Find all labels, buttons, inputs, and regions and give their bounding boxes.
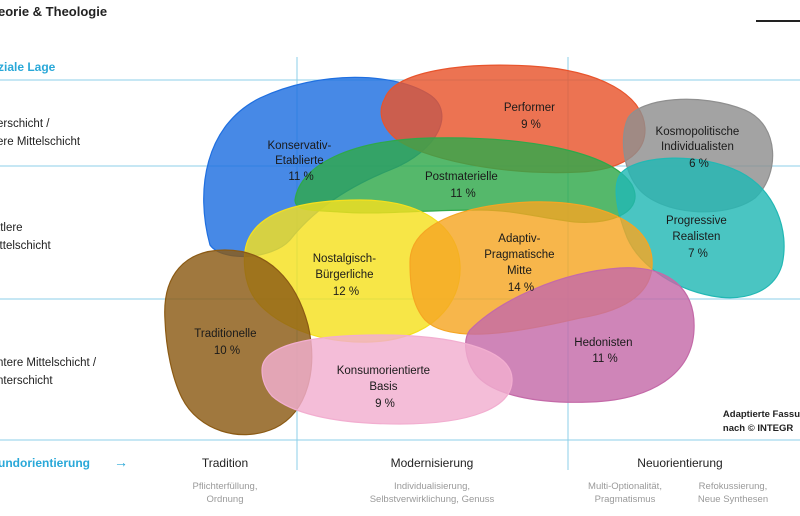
label-hedonisten: Hedonisten 11 %	[574, 337, 635, 365]
label-adaptiv: Adaptiv- Pragmatische Mitte 14 %	[484, 233, 558, 294]
x-sub-neuorientierung-b-line2: Neue Synthesen	[697, 494, 769, 505]
y-level-lower-line1: ntere Mittelschicht /	[0, 357, 97, 369]
x-sub-modernisierung: Individualisierung, Selbstverwirklichung…	[370, 480, 495, 506]
label-progressive: Progressive Realisten 7 %	[666, 215, 730, 260]
label-progressive-line1: Progressive	[666, 215, 727, 227]
label-postmaterielle: Postmaterielle 11 %	[425, 171, 501, 200]
label-postmaterielle-line1: Postmaterielle	[425, 171, 498, 183]
label-konservativ-line1: Konservativ-	[267, 140, 331, 152]
y-level-middle-line2: ittelschicht	[0, 240, 51, 252]
label-postmaterielle-line2: 11 %	[450, 188, 475, 200]
y-level-upper: erschicht / ere Mittelschicht	[0, 115, 80, 151]
label-kosmopolitisch-line1: Kosmopolitische	[656, 126, 740, 138]
source-note: Adaptierte Fassu nach © INTEGR	[723, 408, 800, 436]
label-konservativ: Konservativ- Etablierte 11 %	[267, 140, 334, 183]
label-adaptiv-line3: Mitte	[507, 265, 532, 277]
label-adaptiv-line4: 14 %	[508, 282, 534, 294]
y-level-lower-line2: nterschicht	[0, 375, 53, 387]
label-hedonisten-line2: 11 %	[592, 353, 617, 365]
label-performer-line2: 9 %	[521, 119, 541, 131]
milieu-labels: Konservativ- Etablierte 11 % Performer 9…	[194, 102, 743, 410]
label-kosmopolitisch-line2: Individualisten	[661, 141, 734, 153]
label-performer: Performer 9 %	[504, 102, 558, 131]
label-konservativ-line3: 11 %	[288, 171, 313, 183]
header-rule	[756, 20, 800, 22]
label-konsum: Konsumorientierte Basis 9 %	[337, 365, 434, 410]
x-sub-modernisierung-line1: Individualisierung,	[393, 481, 471, 492]
label-konsum-line1: Konsumorientierte	[337, 365, 430, 377]
label-nostalgisch-line1: Nostalgisch-	[313, 253, 376, 265]
y-level-upper-line2: ere Mittelschicht	[0, 136, 81, 148]
label-nostalgisch-line3: 12 %	[333, 286, 359, 298]
x-sub-neuorientierung-a-line2: Pragmatismus	[594, 494, 656, 505]
x-column-modernisierung: Modernisierung	[390, 456, 474, 470]
source-note-line2: nach © INTEGR	[722, 423, 794, 434]
label-performer-line1: Performer	[504, 102, 555, 114]
x-column-tradition: Tradition	[201, 456, 249, 470]
page-title: eorie & Theologie	[0, 4, 108, 19]
label-konservativ-line2: Etablierte	[275, 155, 324, 167]
x-sub-tradition-line2: Ordnung	[206, 494, 244, 505]
arrow-right-icon: →	[114, 454, 128, 470]
label-nostalgisch: Nostalgisch- Bürgerliche 12 %	[313, 253, 379, 298]
y-level-lower: ntere Mittelschicht / nterschicht	[0, 354, 96, 390]
y-axis-title: ziale Lage	[0, 60, 56, 74]
label-kosmopolitisch: Kosmopolitische Individualisten 6 %	[656, 126, 743, 170]
label-traditionelle-line2: 10 %	[214, 345, 240, 357]
x-sub-modernisierung-line2: Selbstverwirklichung, Genuss	[369, 494, 495, 505]
x-sub-neuorientierung-a: Multi-Optionalität, Pragmatismus	[588, 480, 662, 506]
label-progressive-line2: Realisten	[672, 231, 720, 243]
label-traditionelle: Traditionelle 10 %	[194, 328, 259, 357]
label-traditionelle-line1: Traditionelle	[194, 328, 256, 340]
x-sub-neuorientierung-b: Refokussierung, Neue Synthesen	[698, 480, 768, 506]
label-hedonisten-line1: Hedonisten	[574, 337, 632, 349]
x-sub-neuorientierung-a-line1: Multi-Optionalität,	[588, 481, 662, 492]
y-level-upper-line1: erschicht /	[0, 118, 50, 130]
x-sub-neuorientierung-b-line1: Refokussierung,	[698, 481, 768, 492]
label-progressive-line3: 7 %	[688, 248, 708, 260]
x-sub-tradition-line1: Pflichterfüllung,	[192, 481, 258, 492]
x-axis-title: undorientierung	[0, 456, 90, 470]
label-kosmopolitisch-line3: 6 %	[689, 158, 709, 170]
milieu-shapes	[164, 64, 785, 436]
x-column-neuorientierung: Neuorientierung	[637, 456, 723, 470]
label-konsum-line2: Basis	[369, 381, 397, 393]
x-sub-tradition: Pflichterfüllung, Ordnung	[193, 480, 258, 506]
shape-konsum	[261, 334, 513, 425]
source-note-line1: Adaptierte Fassu	[722, 409, 800, 420]
label-nostalgisch-line2: Bürgerliche	[315, 269, 373, 281]
label-adaptiv-line1: Adaptiv-	[498, 233, 540, 245]
label-adaptiv-line2: Pragmatische	[484, 249, 554, 261]
label-konsum-line3: 9 %	[375, 398, 395, 410]
